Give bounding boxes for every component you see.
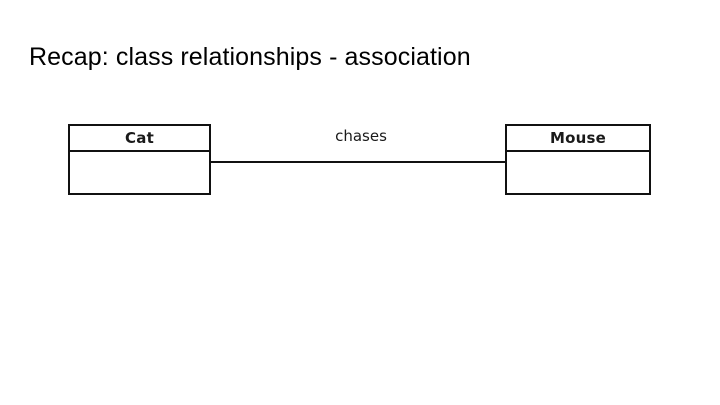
uml-class-cat[interactable]: Cat [68, 124, 211, 195]
page-title: Recap: class relationships - association [29, 43, 471, 71]
uml-class-mouse-name: Mouse [549, 128, 606, 147]
uml-class-cat-body [70, 152, 209, 193]
uml-class-mouse-body [507, 152, 649, 193]
uml-class-cat-name: Cat [125, 128, 154, 147]
uml-class-mouse-header: Mouse [507, 126, 649, 152]
association-connector-line [210, 161, 506, 163]
association-label: chases [335, 127, 387, 145]
uml-class-mouse[interactable]: Mouse [505, 124, 651, 195]
uml-class-cat-header: Cat [70, 126, 209, 152]
